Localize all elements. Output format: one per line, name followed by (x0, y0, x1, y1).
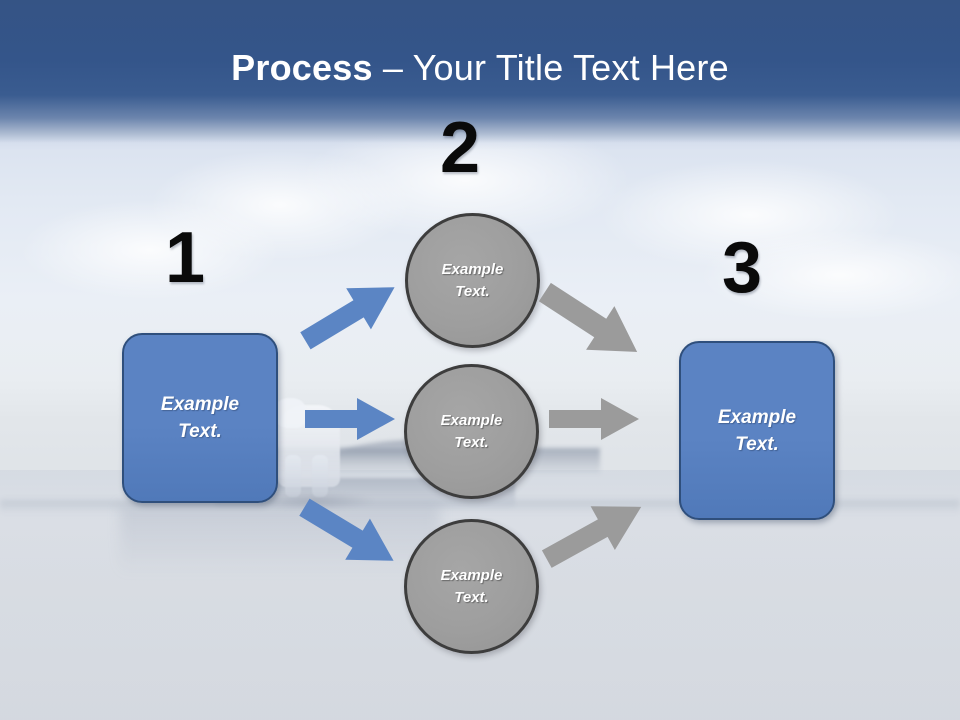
step-number-3: 3 (722, 228, 763, 308)
arrow-down-right-icon (536, 282, 646, 361)
page-title-strong: Process (231, 47, 373, 88)
water-reflection (120, 505, 440, 575)
process-box-left-line2: Text. (178, 421, 222, 442)
process-box-right[interactable]: Example Text. (679, 341, 835, 520)
process-circle-middle-text: Example Text. (441, 410, 503, 454)
arrow-down-right-icon (297, 497, 401, 571)
process-circle-top-line1: Example (441, 260, 504, 278)
page-title: Process – Your Title Text Here (0, 46, 960, 90)
process-circle-top[interactable]: Example Text. (405, 213, 540, 348)
process-circle-bottom-line2: Text. (454, 588, 489, 606)
arrow-up-right-icon (540, 496, 648, 570)
process-box-right-text: Example Text. (718, 404, 796, 458)
process-box-left[interactable]: Example Text. (122, 333, 278, 503)
page-title-rest: – Your Title Text Here (372, 47, 729, 88)
process-circle-bottom-text: Example Text. (441, 565, 503, 609)
arrow-right-icon (305, 396, 395, 442)
process-circle-top-line2: Text. (455, 282, 490, 300)
arrow-right-icon (549, 396, 639, 442)
arrow-up-right-icon (298, 276, 402, 352)
polar-bear-leg (312, 455, 328, 497)
process-circle-bottom[interactable]: Example Text. (404, 519, 539, 654)
polar-bear-leg (285, 455, 301, 497)
process-circle-middle-line2: Text. (454, 433, 489, 451)
process-circle-middle-line1: Example (440, 411, 503, 429)
polar-bear-shadow (255, 492, 375, 510)
process-box-left-text: Example Text. (161, 391, 239, 445)
process-box-left-line1: Example (160, 394, 240, 415)
process-box-right-line1: Example (717, 406, 797, 428)
process-circle-top-text: Example Text. (442, 259, 504, 303)
title-banner (0, 0, 960, 150)
step-number-1: 1 (165, 218, 206, 298)
step-number-2: 2 (440, 108, 481, 188)
process-box-right-line2: Text. (735, 433, 779, 455)
process-circle-middle[interactable]: Example Text. (404, 364, 539, 499)
process-circle-bottom-line1: Example (440, 566, 503, 584)
